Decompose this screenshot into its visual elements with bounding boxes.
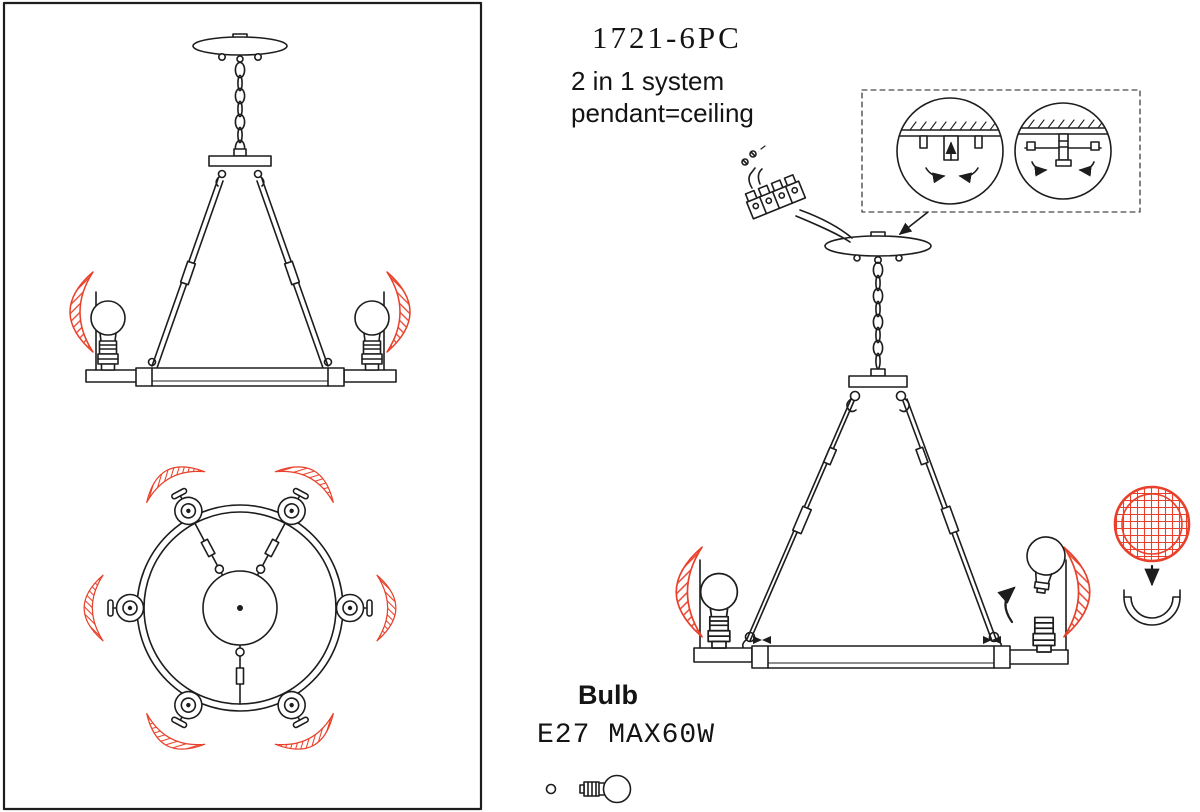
shade-right bbox=[386, 271, 411, 353]
cage-shade-ring bbox=[1121, 493, 1183, 555]
main-assembly bbox=[675, 231, 1091, 669]
system-line-1: 2 in 1 system bbox=[571, 66, 725, 96]
shade-right bbox=[1063, 546, 1091, 638]
inset-leader-arrow bbox=[898, 211, 929, 235]
detail-circle-b bbox=[1014, 102, 1112, 200]
wires bbox=[748, 167, 853, 243]
model-number: 1721-6PC bbox=[592, 20, 742, 55]
hanging-chain bbox=[234, 61, 246, 157]
detail-circle-a bbox=[896, 97, 1004, 205]
socket-right bbox=[1032, 616, 1056, 653]
shade-left bbox=[675, 546, 703, 638]
bulb-spec: E27 MAX60W bbox=[537, 720, 716, 751]
inset-frame bbox=[861, 89, 1141, 213]
bulb-icon bbox=[545, 774, 632, 804]
cage-shade bbox=[1113, 485, 1191, 563]
mount-plate bbox=[846, 368, 910, 413]
bulb-ref-dot bbox=[545, 783, 557, 795]
side-elevation-view bbox=[69, 33, 411, 387]
cage-shade-part bbox=[1113, 485, 1191, 626]
ceiling-canopy bbox=[192, 33, 288, 63]
top-plan-view bbox=[84, 455, 396, 761]
hub-spokes bbox=[194, 522, 286, 705]
shade-left bbox=[69, 271, 94, 353]
bulb-floating bbox=[1026, 536, 1066, 594]
hub-center-dot bbox=[237, 605, 243, 611]
mounting-screws bbox=[741, 145, 766, 166]
ceiling-canopy bbox=[824, 231, 932, 264]
wiring bbox=[741, 145, 853, 243]
bulb-label: Bulb bbox=[578, 680, 638, 710]
suspension-rods bbox=[147, 178, 333, 369]
screw-in-arrow bbox=[997, 586, 1016, 624]
ring-frame bbox=[693, 559, 1069, 669]
system-line-2: pendant=ceiling bbox=[571, 98, 754, 128]
lamp-left bbox=[699, 572, 739, 649]
ring-frame bbox=[85, 291, 397, 387]
mount-plate bbox=[208, 148, 272, 187]
parts-panel-border bbox=[2, 1, 483, 811]
mounting-detail-inset bbox=[861, 89, 1141, 235]
suspension-rods bbox=[741, 398, 1003, 651]
terminal-block bbox=[744, 174, 807, 220]
hanging-chain bbox=[872, 261, 884, 370]
mount-bracket bbox=[1123, 596, 1181, 626]
